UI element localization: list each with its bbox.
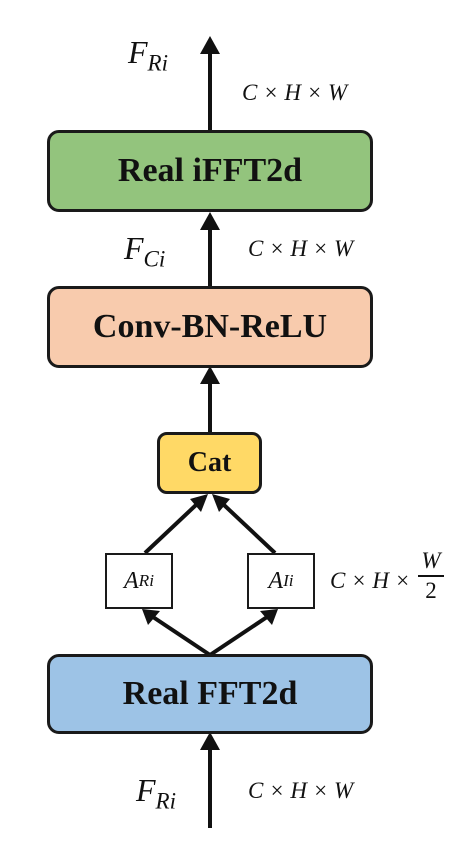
arrowhead-fft <box>200 732 220 750</box>
cat-block-label: Cat <box>187 447 232 478</box>
arrow-fft-to-ari-line <box>148 613 212 657</box>
conv-bn-relu-block: Conv-BN-ReLU <box>47 286 373 368</box>
amplitude-imag-main: A <box>268 567 284 594</box>
split-dim-fraction: W 2 <box>418 548 444 604</box>
ifft-block-label: Real iFFT2d <box>117 152 303 189</box>
ifft-block: Real iFFT2d <box>47 130 373 212</box>
input-signal-label: FRi <box>136 772 176 814</box>
split-dim-fraction-bar <box>418 575 444 577</box>
arrowhead-cat-left <box>190 494 208 512</box>
arrowhead-ifft <box>200 212 220 230</box>
arrow-ari-to-cat-line <box>143 503 198 555</box>
arrowhead-cat-right <box>212 494 230 512</box>
fft-block: Real FFT2d <box>47 654 373 734</box>
conv-output-dim-label: C × H × W <box>248 236 354 261</box>
amplitude-real-main: A <box>123 567 139 594</box>
amplitude-imag-sub: Ii <box>283 571 294 590</box>
output-dim-label: C × H × W <box>242 80 348 105</box>
arrowhead-output <box>200 36 220 54</box>
conv-output-signal-label: FCi <box>124 230 165 272</box>
conv-output-signal-main: F <box>124 230 144 266</box>
arrowhead-aii <box>260 609 278 625</box>
split-dim-numerator: W <box>421 548 441 573</box>
arrow-aii-to-cat-line <box>222 503 277 555</box>
arrowhead-ari <box>142 609 160 625</box>
input-dim-label: C × H × W <box>248 778 354 803</box>
input-signal-main: F <box>136 772 156 808</box>
output-signal-sub: Ri <box>147 49 169 76</box>
conv-output-signal-sub: Ci <box>143 245 166 272</box>
input-signal-sub: Ri <box>155 787 177 814</box>
arrowhead-conv <box>200 366 220 384</box>
output-signal-label: FRi <box>128 34 168 76</box>
amplitude-real-sub: Ri <box>138 571 154 590</box>
fft-block-label: Real FFT2d <box>122 675 298 712</box>
cat-block: Cat <box>157 432 262 494</box>
conv-bn-relu-label: Conv-BN-ReLU <box>92 308 328 345</box>
output-signal-main: F <box>128 34 148 70</box>
split-dim-denominator: 2 <box>425 577 437 603</box>
split-dim-prefix: C × H × <box>330 568 411 593</box>
arrow-fft-to-aii-line <box>208 613 272 657</box>
